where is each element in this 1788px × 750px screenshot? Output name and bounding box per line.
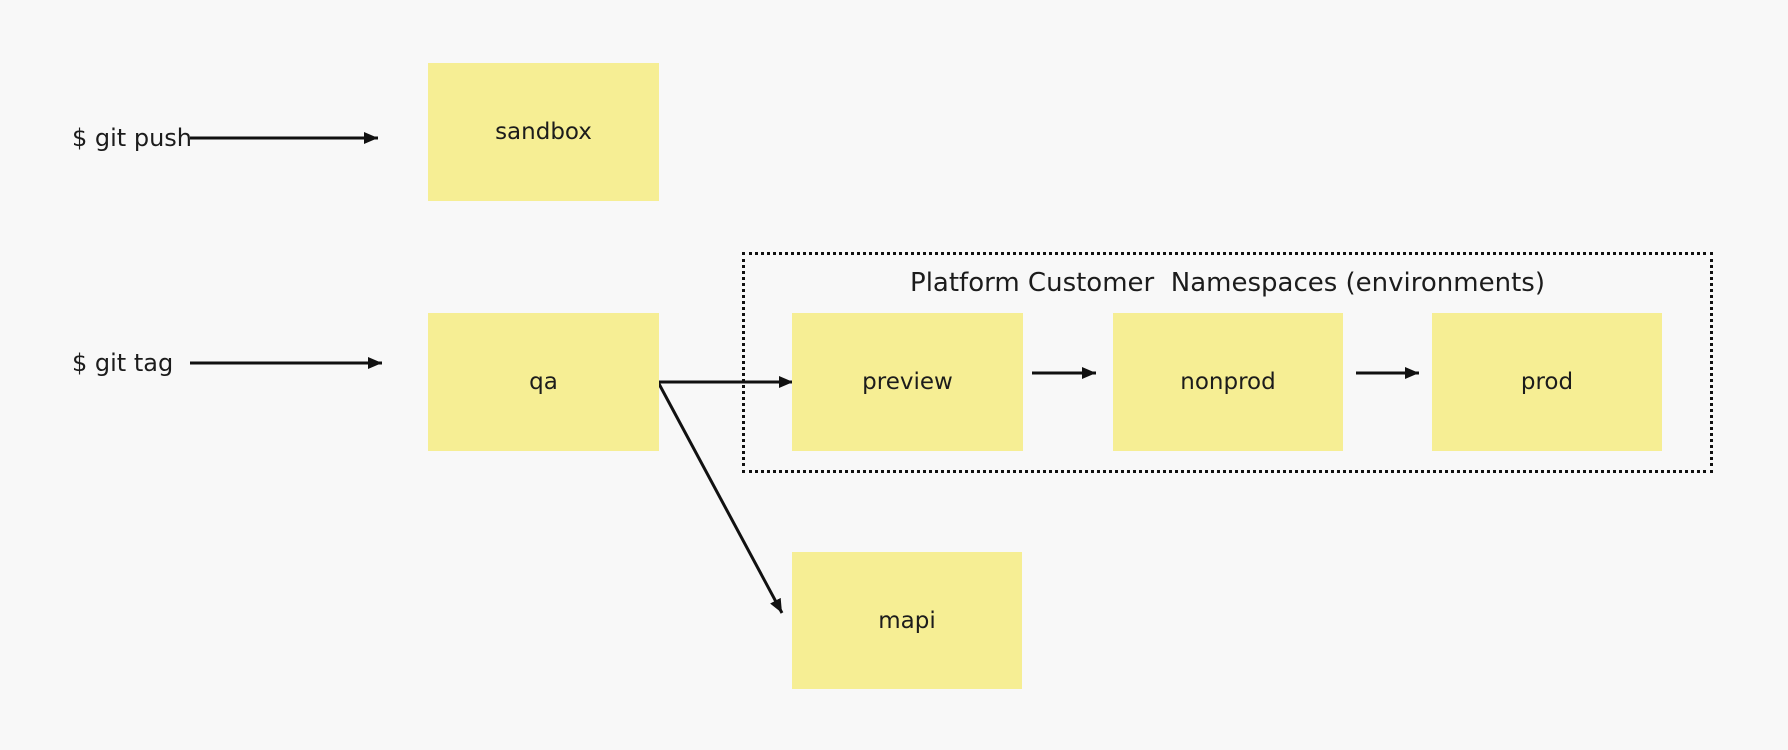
node-qa: qa [428, 313, 659, 451]
namespaces-group-title: Platform Customer Namespaces (environmen… [910, 268, 1545, 298]
node-nonprod: nonprod [1113, 313, 1343, 451]
namespaces-group-container: Platform Customer Namespaces (environmen… [742, 252, 1713, 473]
node-mapi-label: mapi [878, 607, 936, 634]
node-qa-label: qa [529, 369, 558, 395]
node-nonprod-label: nonprod [1180, 369, 1276, 395]
node-mapi: mapi [792, 552, 1022, 689]
node-preview-label: preview [862, 369, 953, 395]
node-prod-label: prod [1520, 369, 1574, 395]
node-prod: prod [1432, 313, 1662, 451]
node-sandbox: sandbox [428, 63, 659, 201]
git-tag-command-label: $ git tag [72, 349, 174, 377]
node-preview: preview [792, 313, 1023, 451]
git-push-command-label: $ git push [72, 124, 192, 152]
node-sandbox-label: sandbox [495, 119, 592, 145]
